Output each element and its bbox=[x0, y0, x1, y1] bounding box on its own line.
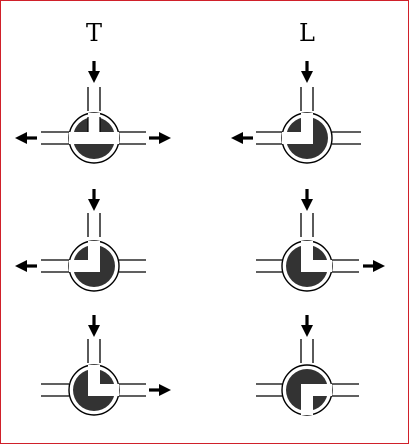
flow-arrow-icon bbox=[15, 132, 37, 144]
flow-arrow-icon bbox=[88, 61, 100, 83]
three-way-valve-icon bbox=[281, 112, 333, 164]
flow-arrow-icon bbox=[149, 132, 171, 144]
three-way-valve-icon bbox=[68, 112, 120, 164]
column-label-l: L bbox=[299, 19, 315, 47]
l-valve-1 bbox=[231, 61, 361, 164]
flow-arrow-icon bbox=[231, 132, 253, 144]
flow-arrow-icon bbox=[15, 260, 37, 272]
flow-arrow-icon bbox=[88, 189, 100, 211]
three-way-valve-icon bbox=[68, 364, 120, 416]
l-valve-2 bbox=[256, 189, 385, 292]
flow-arrow-icon bbox=[363, 260, 385, 272]
pipe-icon bbox=[41, 213, 146, 273]
pipe-icon bbox=[256, 213, 359, 273]
three-way-valve-icon bbox=[68, 240, 120, 292]
t-valve-2 bbox=[15, 189, 146, 292]
pipe-icon bbox=[256, 339, 359, 397]
three-way-valve-icon bbox=[281, 364, 333, 416]
pipe-icon bbox=[41, 87, 146, 145]
flow-arrow-icon bbox=[301, 189, 313, 211]
l-valve-3 bbox=[256, 315, 359, 416]
column-label-t: T bbox=[86, 19, 102, 47]
flow-arrow-icon bbox=[149, 384, 171, 396]
flow-arrow-icon bbox=[301, 61, 313, 83]
flow-arrow-icon bbox=[88, 315, 100, 337]
three-way-valve-icon bbox=[281, 240, 333, 292]
pipe-icon bbox=[256, 87, 361, 145]
flow-arrow-icon bbox=[301, 315, 313, 337]
t-valve-1 bbox=[15, 61, 171, 164]
t-valve-3 bbox=[41, 315, 171, 416]
pipe-icon bbox=[41, 339, 146, 397]
